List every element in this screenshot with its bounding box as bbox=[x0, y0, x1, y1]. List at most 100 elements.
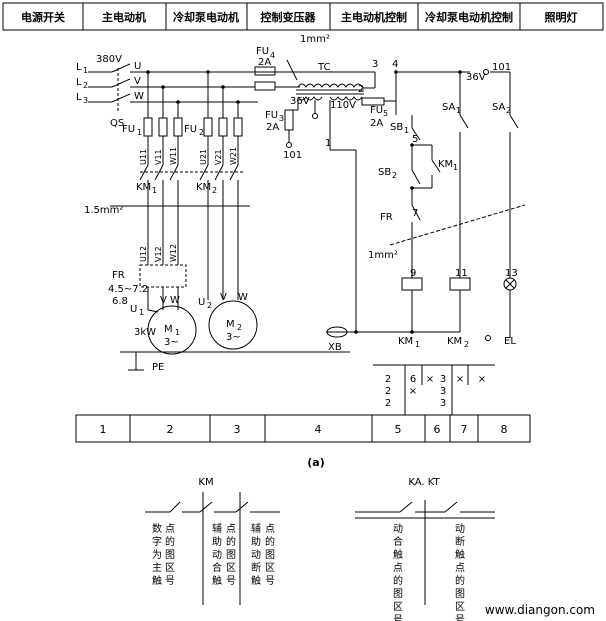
header-cell-power-switch: 电源开关 bbox=[21, 10, 65, 24]
svg-text:U21: U21 bbox=[199, 149, 208, 165]
svg-text:2: 2 bbox=[385, 398, 391, 409]
legend-km-aux-nc: 辅助动断触点的图区号 bbox=[251, 522, 275, 587]
svg-text:1: 1 bbox=[325, 138, 331, 149]
label-wire-1-5mm: 1.5mm² bbox=[84, 205, 123, 216]
label-FU1: FU bbox=[122, 124, 135, 135]
svg-text:2: 2 bbox=[212, 186, 217, 195]
label-QS: QS bbox=[110, 118, 124, 129]
label-PE: PE bbox=[152, 362, 164, 373]
header-cell-main-motor: 主电动机 bbox=[102, 10, 146, 24]
label-3kw: 3kW bbox=[134, 327, 156, 338]
legend-km-title: KM bbox=[198, 477, 213, 488]
svg-text:1: 1 bbox=[137, 128, 142, 137]
legend-ka-no: 动合触点的图区号 bbox=[393, 523, 403, 621]
label-fr-set: 6.8 bbox=[112, 296, 128, 307]
header-cell-control-transformer: 控制变压器 bbox=[261, 10, 317, 24]
label-101: 101 bbox=[283, 150, 302, 161]
svg-text:4: 4 bbox=[392, 59, 398, 70]
label-M1: M bbox=[164, 324, 173, 335]
svg-text:3: 3 bbox=[279, 114, 284, 123]
label-110v: 110V bbox=[330, 100, 356, 111]
svg-text:5: 5 bbox=[412, 134, 418, 145]
label-SA1: SA bbox=[442, 102, 456, 113]
svg-text:6: 6 bbox=[410, 374, 416, 385]
legend-km-aux-no: 辅助动合触点的图区号 bbox=[212, 522, 236, 587]
label-FU2: FU bbox=[184, 124, 197, 135]
zone-5: 5 bbox=[395, 423, 402, 436]
label-EL: EL bbox=[504, 336, 516, 347]
svg-text:1: 1 bbox=[152, 186, 157, 195]
header-table bbox=[2, 2, 604, 31]
svg-text:2: 2 bbox=[385, 374, 391, 385]
label-FR-contact: FR bbox=[380, 212, 393, 223]
svg-text:2: 2 bbox=[207, 301, 212, 310]
zone-table bbox=[75, 414, 531, 443]
svg-text:3~: 3~ bbox=[164, 337, 179, 348]
label-KM2-coil: KM bbox=[447, 336, 462, 347]
svg-text:2A: 2A bbox=[266, 122, 279, 133]
label-XB: XB bbox=[328, 342, 342, 353]
svg-text:7: 7 bbox=[412, 208, 418, 219]
svg-text:11: 11 bbox=[455, 268, 468, 279]
svg-text:2: 2 bbox=[237, 323, 242, 332]
svg-text:1: 1 bbox=[453, 163, 458, 172]
svg-text:W: W bbox=[238, 292, 248, 303]
svg-text:5: 5 bbox=[383, 109, 388, 118]
label-wire-1mm: 1mm² bbox=[300, 34, 330, 45]
svg-text:2: 2 bbox=[199, 128, 204, 137]
zone-2: 2 bbox=[167, 423, 174, 436]
label-KM1: KM bbox=[136, 182, 151, 193]
label-wire-1mm-b: 1mm² bbox=[368, 250, 398, 261]
label-FR: FR bbox=[112, 270, 125, 281]
label-SB1: SB bbox=[390, 122, 403, 133]
svg-text:1: 1 bbox=[415, 340, 420, 349]
watermark: www.diangon.com bbox=[485, 603, 595, 617]
svg-text:U11: U11 bbox=[139, 149, 148, 165]
label-36v: 36V bbox=[290, 96, 310, 107]
svg-text:×: × bbox=[456, 374, 464, 385]
zone-6: 6 bbox=[434, 423, 441, 436]
svg-text:V: V bbox=[220, 292, 227, 303]
label-M2: M bbox=[226, 319, 235, 330]
label-FU3: FU bbox=[265, 110, 278, 121]
svg-text:2: 2 bbox=[464, 340, 469, 349]
svg-text:W: W bbox=[170, 295, 180, 306]
svg-text:3: 3 bbox=[372, 59, 378, 70]
svg-text:×: × bbox=[426, 374, 434, 385]
svg-text:1: 1 bbox=[139, 308, 144, 317]
svg-text:W: W bbox=[134, 91, 144, 102]
zone-1: 1 bbox=[100, 423, 107, 436]
svg-text:9: 9 bbox=[410, 268, 416, 279]
svg-text:W21: W21 bbox=[229, 147, 238, 165]
label-SA2: SA bbox=[492, 102, 506, 113]
svg-text:2: 2 bbox=[358, 84, 364, 95]
svg-text:1: 1 bbox=[456, 106, 461, 115]
svg-text:3: 3 bbox=[440, 398, 446, 409]
svg-text:2: 2 bbox=[385, 386, 391, 397]
svg-text:3: 3 bbox=[440, 374, 446, 385]
svg-text:W11: W11 bbox=[169, 147, 178, 165]
label-FU5: FU bbox=[370, 105, 383, 116]
label-TC: TC bbox=[317, 62, 331, 73]
legend-km-main-contacts: 数字为主触点的图区号 bbox=[152, 522, 175, 587]
label-SB2: SB bbox=[378, 167, 391, 178]
svg-text:V: V bbox=[134, 76, 141, 87]
svg-text:3~: 3~ bbox=[226, 332, 241, 343]
label-L2: L bbox=[76, 77, 82, 88]
header-cell-coolant-motor: 冷却泵电动机 bbox=[173, 10, 239, 24]
label-KM1-aux: KM bbox=[438, 159, 453, 170]
svg-text:V11: V11 bbox=[154, 149, 163, 165]
svg-text:U: U bbox=[198, 297, 205, 308]
svg-text:13: 13 bbox=[505, 268, 518, 279]
svg-text:4: 4 bbox=[270, 51, 275, 60]
svg-text:U: U bbox=[134, 61, 141, 72]
svg-text:2: 2 bbox=[506, 106, 511, 115]
legend-ka-nc: 动断触点的图区号 bbox=[455, 523, 465, 621]
svg-text:1: 1 bbox=[175, 328, 180, 337]
label-L3: L bbox=[76, 92, 82, 103]
svg-text:U: U bbox=[130, 304, 137, 315]
svg-text:2A: 2A bbox=[258, 57, 271, 68]
label-fr-range: 4.5~7.2 bbox=[108, 284, 148, 295]
svg-text:3: 3 bbox=[440, 386, 446, 397]
